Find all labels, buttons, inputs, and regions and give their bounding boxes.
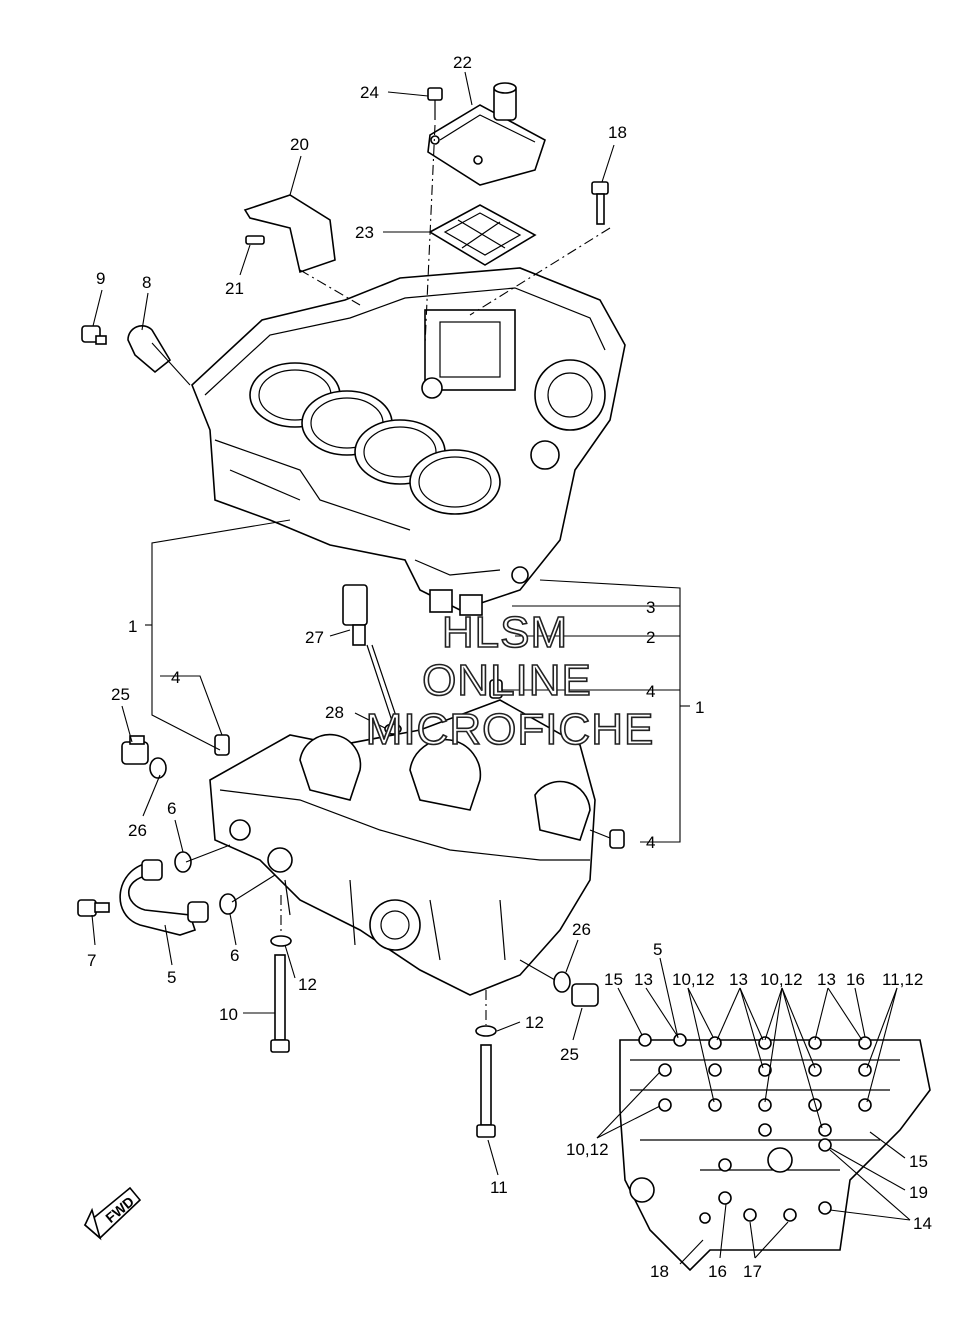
washer-12-right — [475, 1025, 497, 1037]
callout-26-left: 26 — [128, 821, 147, 840]
callout-28: 28 — [325, 703, 344, 722]
bolt-10 — [270, 954, 290, 1053]
washer-12-left — [270, 935, 292, 947]
callout-5-left: 5 — [167, 968, 176, 987]
callout-27: 27 — [305, 628, 324, 647]
callout-6-lower: 6 — [230, 946, 239, 965]
callout-25-right: 25 — [560, 1045, 579, 1064]
oil-level-gauge — [342, 584, 401, 731]
cover-gasket — [428, 204, 537, 266]
callout-19: 19 — [909, 1183, 928, 1202]
callout-13-b: 13 — [729, 970, 748, 989]
callout-10-12-a: 10,12 — [672, 970, 715, 989]
callout-24: 24 — [360, 83, 379, 102]
callout-15-top: 15 — [604, 970, 623, 989]
callout-17: 17 — [743, 1262, 762, 1281]
o-ring-6b — [219, 893, 237, 915]
callout-16-bottom: 16 — [708, 1262, 727, 1281]
callout-4-right-top: 4 — [646, 682, 655, 701]
oil-pipe — [119, 859, 209, 936]
side-cover — [243, 194, 336, 274]
callout-5-inset: 5 — [653, 940, 662, 959]
callout-20: 20 — [290, 135, 309, 154]
callout-10-12-c: 10,12 — [566, 1140, 609, 1159]
washer-26-right — [553, 971, 571, 993]
leader-lines — [91, 71, 911, 1265]
callout-13-a: 13 — [634, 970, 653, 989]
plug-25-left — [121, 735, 149, 765]
bolt-18 — [591, 181, 609, 225]
cover-8 — [127, 325, 172, 374]
callout-22: 22 — [453, 53, 472, 72]
callout-8: 8 — [142, 273, 151, 292]
callout-2: 2 — [646, 628, 655, 647]
callout-6-upper: 6 — [167, 799, 176, 818]
breather-cover — [427, 82, 546, 186]
callout-23: 23 — [355, 223, 374, 242]
o-ring-28 — [384, 723, 402, 735]
bolt-11 — [476, 1044, 496, 1138]
callout-25-left: 25 — [111, 685, 130, 704]
callout-4-left: 4 — [171, 668, 180, 687]
upper-crankcase — [191, 267, 626, 616]
callout-15-bottom: 15 — [909, 1152, 928, 1171]
callout-11: 11 — [490, 1178, 508, 1197]
callout-10: 10 — [219, 1005, 238, 1024]
callout-13-c: 13 — [817, 970, 836, 989]
watermark-line-3: MICROFICHE — [366, 705, 655, 754]
plug-25-right — [571, 983, 599, 1007]
watermark: HLSM ONLINE MICROFICHE — [365, 607, 655, 755]
callout-16-top: 16 — [846, 970, 865, 989]
callout-12-right: 12 — [525, 1013, 544, 1032]
bolt-pattern-view — [619, 1033, 931, 1272]
bolt-24 — [427, 87, 443, 120]
screw-21 — [245, 235, 265, 245]
callout-9: 9 — [96, 269, 105, 288]
watermark-line-2: ONLINE — [422, 656, 592, 705]
lower-crankcase — [209, 679, 625, 996]
callouts: 22 24 18 20 23 21 9 8 3 2 4 1 1 4 27 28 … — [87, 53, 932, 1281]
bolt-7 — [77, 899, 110, 917]
callout-18-bottom: 18 — [650, 1262, 669, 1281]
fwd-arrow-icon: FWD — [83, 1186, 142, 1241]
callout-21: 21 — [225, 279, 244, 298]
watermark-line-1: HLSM — [442, 608, 568, 657]
callout-1-left: 1 — [128, 617, 137, 636]
callout-18: 18 — [608, 123, 627, 142]
callout-26-right: 26 — [572, 920, 591, 939]
plug-9 — [81, 325, 107, 345]
callout-11-12: 11,12 — [882, 970, 923, 989]
washer-26-left — [149, 757, 167, 779]
callout-12-left: 12 — [298, 975, 317, 994]
o-ring-6a — [174, 851, 192, 873]
callout-14: 14 — [913, 1214, 932, 1233]
callout-1-right: 1 — [695, 698, 704, 717]
callout-4-right-bottom: 4 — [646, 833, 655, 852]
callout-10-12-b: 10,12 — [760, 970, 803, 989]
callout-3: 3 — [646, 598, 655, 617]
callout-7: 7 — [87, 951, 96, 970]
